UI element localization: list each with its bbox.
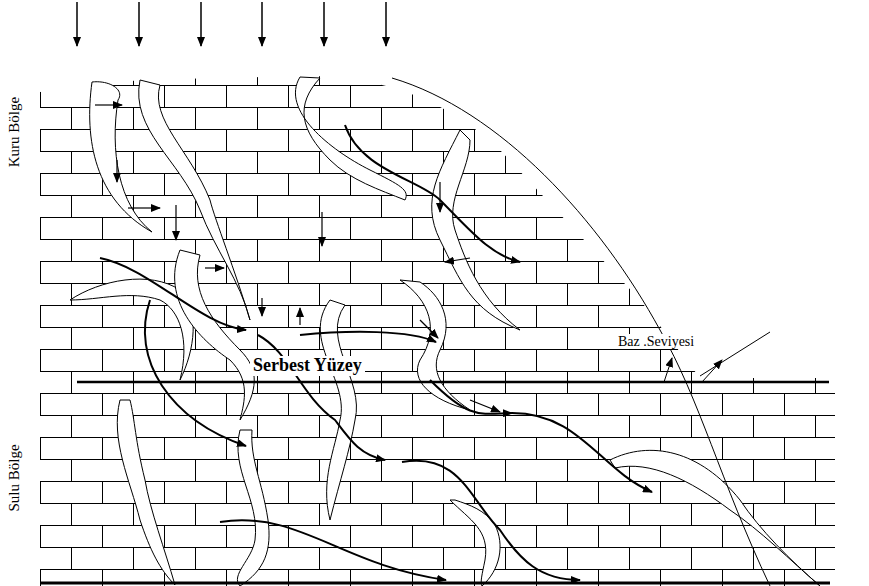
drawing-part (702, 360, 722, 382)
drawing-part (261, 298, 262, 316)
drawing-part (117, 400, 175, 585)
drawing-part (470, 400, 500, 412)
drawing-part (95, 104, 122, 105)
drawing-part (261, 2, 263, 46)
drawing-part (128, 207, 160, 208)
drawing-part (385, 2, 387, 46)
drawing-part (323, 2, 325, 46)
drawing-part (175, 205, 176, 240)
drawing-part (432, 130, 520, 330)
drawing-part (400, 280, 470, 410)
seepage-arrows (95, 105, 500, 412)
zone-label: Kuru Bölge (6, 97, 23, 167)
drawing-part (70, 279, 193, 380)
drawing-part (205, 267, 224, 268)
zone-label: Sulu Bölge (6, 444, 23, 511)
drawing-part (439, 182, 440, 212)
karst-conduits (70, 77, 820, 586)
drawing-part (258, 335, 385, 460)
drawing-part (610, 450, 820, 586)
drawing-part (77, 381, 829, 384)
drawing-part (430, 380, 512, 414)
base-level-label: Baz .Seviyesi (615, 334, 697, 349)
drawing-part (116, 160, 117, 182)
drawing-part (76, 2, 78, 46)
drawing-part (664, 358, 672, 382)
base-level-leaders (664, 358, 722, 382)
water-table (40, 382, 830, 583)
drawing-part (450, 500, 500, 586)
drawing-part (345, 125, 520, 262)
drawing-part (200, 2, 202, 46)
spring-outline (392, 78, 770, 586)
drawing-part (237, 430, 269, 586)
drawing-part (175, 250, 255, 420)
drawing-part (40, 582, 830, 585)
rain-arrows (77, 2, 386, 46)
drawing-part (392, 78, 770, 586)
drawing-part (138, 2, 140, 46)
drawing-part (402, 461, 580, 580)
drawing-part (300, 332, 436, 342)
flow-arrows (100, 125, 652, 580)
drawing-part (100, 258, 246, 330)
drawing-part (145, 300, 246, 446)
drawing-part (321, 212, 322, 246)
drawing-part (700, 332, 770, 376)
drawing-part (420, 320, 438, 338)
drawing-part (445, 258, 470, 262)
drawing-part (512, 413, 652, 492)
water-table-label: Serbest Yüzey (250, 356, 365, 376)
drawing-part (299, 308, 300, 325)
drawing-part (220, 520, 446, 580)
